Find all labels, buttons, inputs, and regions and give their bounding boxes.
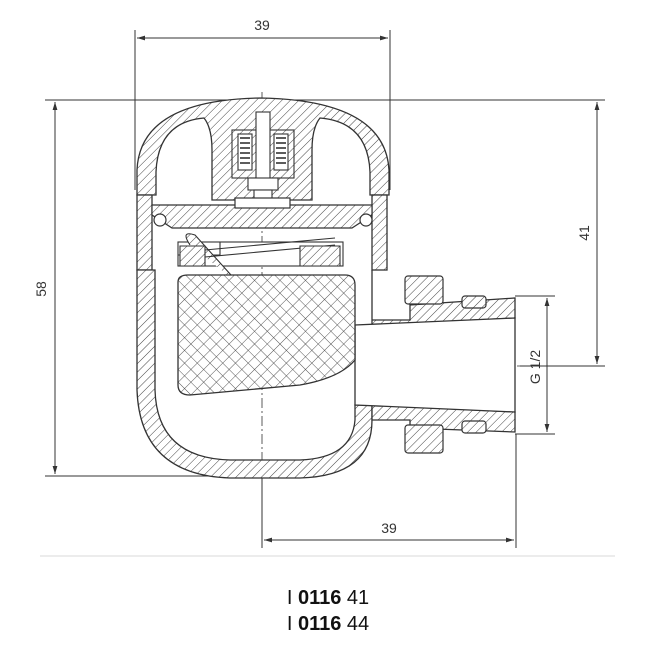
dimension-top-width: 39 [134, 17, 391, 190]
dimension-thread: G 1/2 [515, 295, 555, 435]
dimension-thread-label: G 1/2 [527, 350, 543, 384]
coupling-nut [404, 275, 487, 454]
dimension-overall-height-label: 58 [33, 281, 49, 297]
dimension-outlet-width: 39 [261, 434, 517, 548]
part-numbers: I 0116 41 I 0116 44 [287, 587, 369, 635]
dimension-outlet-width-label: 39 [381, 520, 397, 536]
spring-cartridge [231, 111, 295, 203]
float [177, 274, 356, 396]
dimension-upper-height: 41 [262, 99, 605, 367]
part-number-2: I 0116 44 [287, 613, 369, 635]
dimension-upper-height-label: 41 [576, 225, 592, 241]
part-number-1: I 0116 41 [287, 587, 369, 609]
seat-plate [151, 197, 373, 229]
dimension-top-width-label: 39 [254, 17, 270, 33]
lever-mechanism [177, 233, 344, 286]
